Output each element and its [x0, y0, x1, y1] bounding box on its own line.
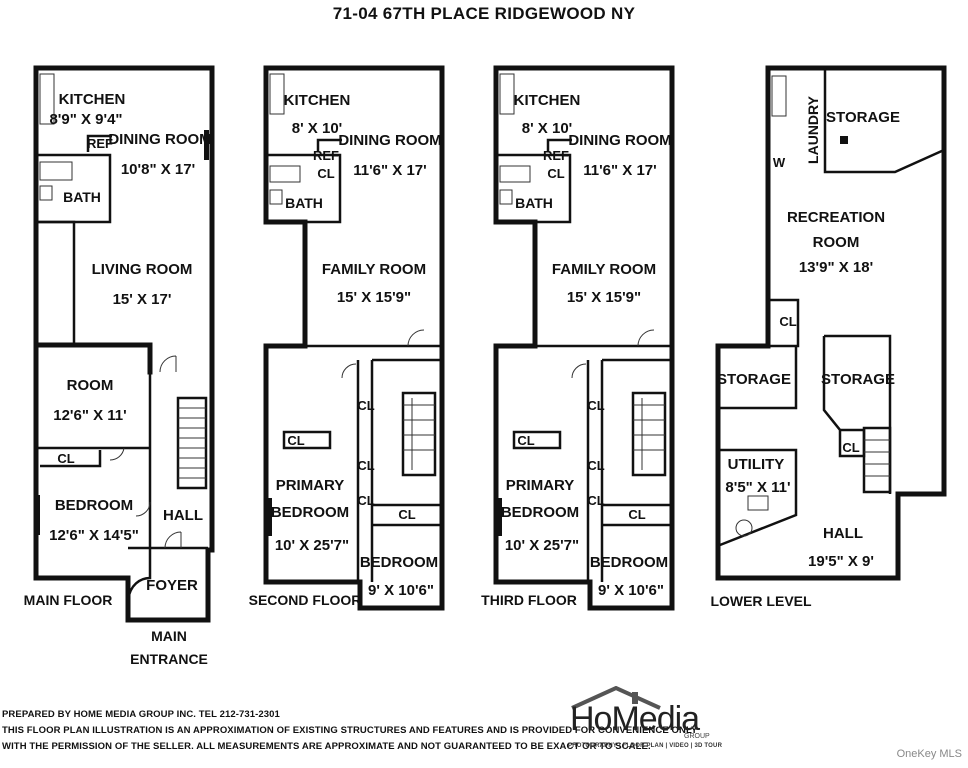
main-ref-label: REF	[87, 136, 113, 151]
lower-utility-name: UTILITY	[728, 456, 785, 473]
second-ref-label: REF	[313, 148, 339, 163]
second-dining-name: DINING ROOM	[338, 132, 441, 149]
main-hall-label: HALL	[163, 507, 203, 524]
lower-washer-label: W	[773, 155, 786, 170]
third-closet-kitchen: CL	[547, 166, 564, 181]
main-kitchen-name: KITCHEN	[59, 91, 126, 108]
main-closet-label: CL	[57, 451, 74, 466]
third-family-dims: 15' X 15'9"	[567, 289, 641, 306]
main-living-name: LIVING ROOM	[92, 261, 193, 278]
second-primary-line2: BEDROOM	[271, 504, 349, 521]
main-bath-label: BATH	[63, 189, 101, 205]
third-closet-hall-2: CL	[587, 458, 604, 473]
lower-hall-name: HALL	[823, 525, 863, 542]
second-floor-plan	[263, 65, 445, 611]
main-room-name: ROOM	[67, 377, 114, 394]
second-closet-hall-3: CL	[357, 493, 374, 508]
third-primary-dims: 10' X 25'7"	[505, 537, 579, 554]
second-closet-hall-1: CL	[357, 398, 374, 413]
third-closet-hall-3: CL	[587, 493, 604, 508]
logo-group: GROUP	[684, 733, 710, 740]
third-floor-label: THIRD FLOOR	[481, 592, 577, 608]
third-kitchen-name: KITCHEN	[514, 92, 581, 109]
second-closet-bedroom: CL	[398, 507, 415, 522]
footer-disclaimer-1: THIS FLOOR PLAN ILLUSTRATION IS AN APPRO…	[2, 725, 698, 736]
mls-watermark: OneKey MLS	[896, 748, 962, 760]
second-kitchen-dims: 8' X 10'	[292, 120, 343, 137]
third-primary-line1: PRIMARY	[506, 477, 575, 494]
main-floor-plan	[33, 65, 215, 623]
main-bedroom-name: BEDROOM	[55, 497, 133, 514]
second-closet-hall-2: CL	[357, 458, 374, 473]
third-floor-plan	[493, 65, 675, 611]
third-closet-hall-1: CL	[587, 398, 604, 413]
main-entrance-line1: MAIN	[151, 628, 187, 644]
lower-hall-dims: 19'5" X 9'	[808, 553, 874, 570]
logo-wordmark: HoMedia	[570, 700, 700, 738]
third-kitchen-dims: 8' X 10'	[522, 120, 573, 137]
third-primary-line2: BEDROOM	[501, 504, 579, 521]
footer-prepared-by: PREPARED BY HOME MEDIA GROUP INC. TEL 21…	[2, 709, 280, 720]
third-closet-bedroom: CL	[628, 507, 645, 522]
main-floor-label: MAIN FLOOR	[24, 592, 113, 608]
lower-storage-top: STORAGE	[826, 109, 900, 126]
lower-closet-1: CL	[779, 314, 796, 329]
second-family-name: FAMILY ROOM	[322, 261, 426, 278]
third-bedroom-name: BEDROOM	[590, 554, 668, 571]
lower-recreation-line1: RECREATION	[787, 209, 885, 226]
main-room-dims: 12'6" X 11'	[53, 407, 126, 424]
main-dining-dims: 10'8" X 17'	[121, 161, 195, 178]
house-roof-icon	[571, 686, 661, 710]
second-closet-kitchen: CL	[317, 166, 334, 181]
third-ref-label: REF	[543, 148, 569, 163]
lower-level-plan	[715, 65, 947, 581]
footer-disclaimer-2: WITH THE PERMISSION OF THE SELLER. ALL M…	[2, 741, 651, 752]
third-bath-label: BATH	[515, 195, 553, 211]
main-foyer-label: FOYER	[146, 577, 198, 594]
third-dining-dims: 11'6" X 17'	[583, 162, 656, 179]
third-family-name: FAMILY ROOM	[552, 261, 656, 278]
logo-tagline: PHOTOGRAPHY | FLOOR PLAN | VIDEO | 3D TO…	[568, 743, 723, 749]
homedia-logo: HoMedia GROUP PHOTOGRAPHY | FLOOR PLAN |…	[568, 686, 722, 752]
lower-laundry-label: LAUNDRY	[805, 95, 821, 164]
lower-recreation-line2: ROOM	[813, 234, 860, 251]
third-dining-name: DINING ROOM	[568, 132, 671, 149]
main-living-dims: 15' X 17'	[113, 291, 172, 308]
main-bedroom-dims: 12'6" X 14'5"	[49, 527, 139, 544]
second-dining-dims: 11'6" X 17'	[353, 162, 426, 179]
third-bedroom-dims: 9' X 10'6"	[598, 582, 664, 599]
second-floor-label: SECOND FLOOR	[249, 592, 362, 608]
second-closet-primary: CL	[287, 433, 304, 448]
second-bath-label: BATH	[285, 195, 323, 211]
lower-utility-dims: 8'5" X 11'	[725, 479, 790, 496]
main-entrance-line2: ENTRANCE	[130, 651, 208, 667]
lower-closet-2: CL	[842, 440, 859, 455]
lower-storage-left: STORAGE	[717, 371, 791, 388]
second-family-dims: 15' X 15'9"	[337, 289, 411, 306]
second-kitchen-name: KITCHEN	[284, 92, 351, 109]
lower-storage-right: STORAGE	[821, 371, 895, 388]
lower-level-label: LOWER LEVEL	[710, 593, 812, 609]
main-kitchen-dims: 8'9" X 9'4"	[49, 111, 122, 128]
lower-recreation-dims: 13'9" X 18'	[799, 259, 873, 276]
main-dining-name: DINING ROOM	[108, 131, 211, 148]
third-closet-primary: CL	[517, 433, 534, 448]
second-bedroom-name: BEDROOM	[360, 554, 438, 571]
second-primary-dims: 10' X 25'7"	[275, 537, 349, 554]
second-bedroom-dims: 9' X 10'6"	[368, 582, 434, 599]
plan-title: 71-04 67TH PLACE RIDGEWOOD NY	[332, 4, 636, 23]
second-primary-line1: PRIMARY	[276, 477, 345, 494]
